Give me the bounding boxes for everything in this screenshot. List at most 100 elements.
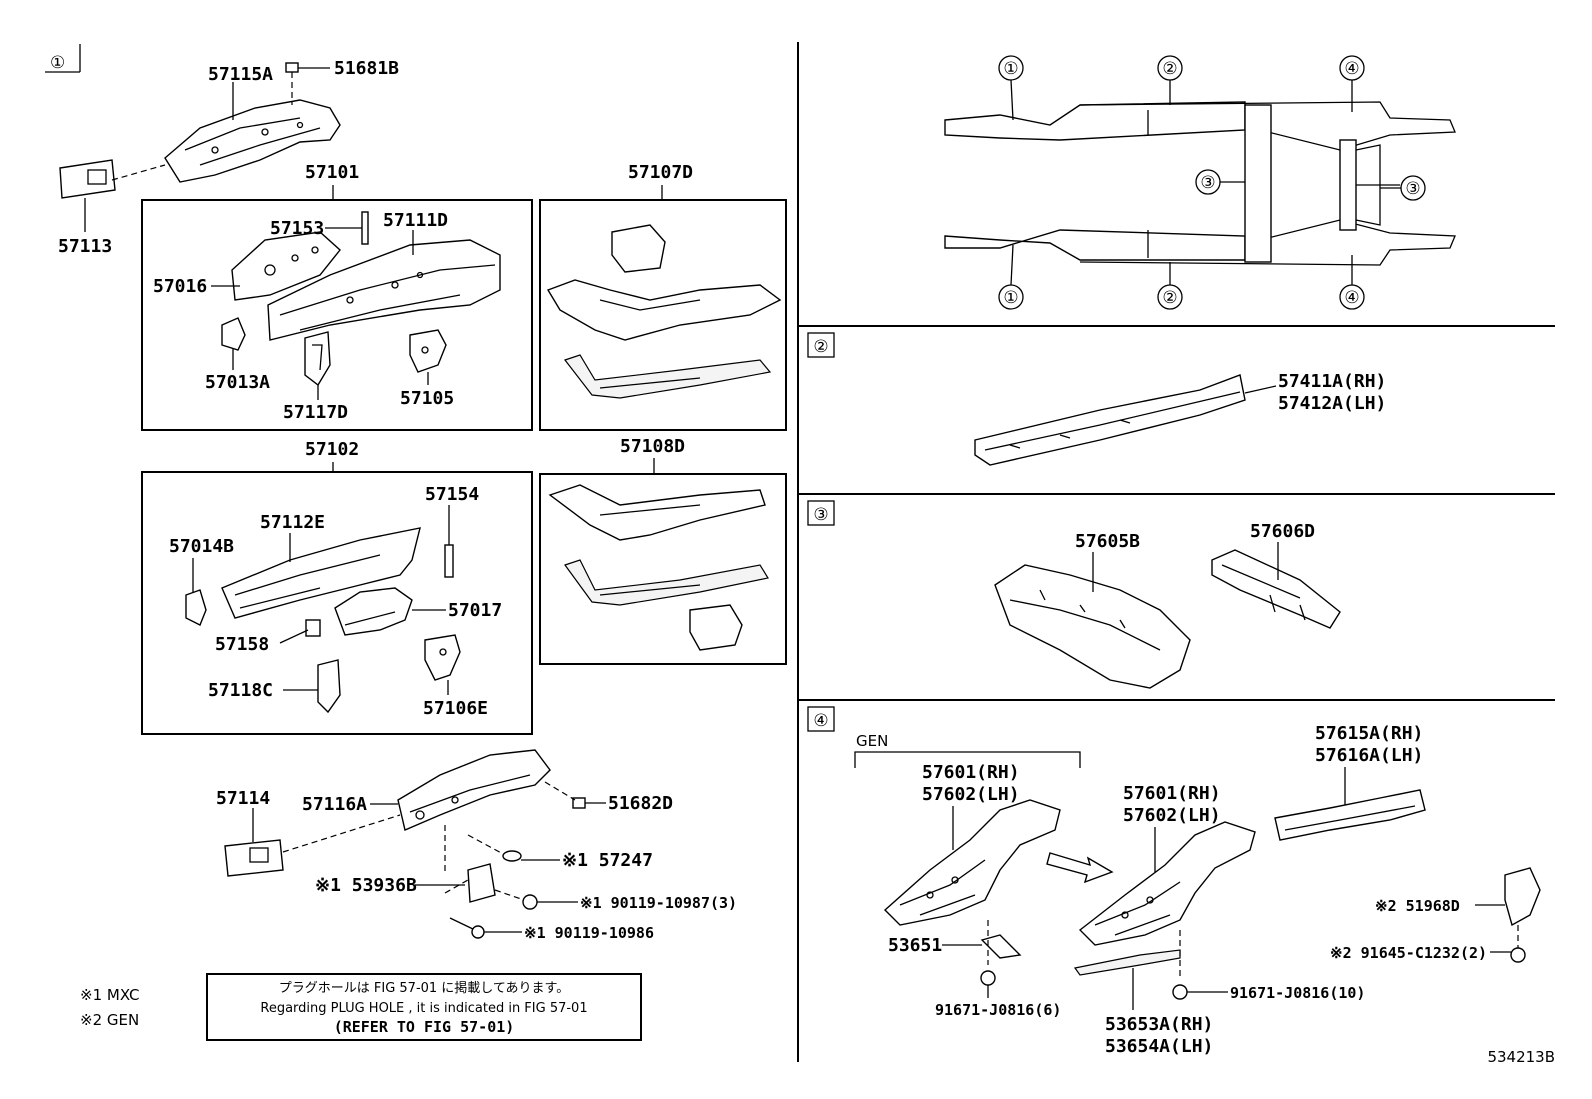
part-57114-bracket	[224, 839, 284, 877]
box-57108D	[539, 473, 787, 665]
part-51681B-clip	[285, 62, 299, 73]
label-57017: 57017	[448, 600, 502, 621]
part-57247-plug	[502, 850, 522, 862]
label-57113: 57113	[58, 236, 112, 257]
label-51682D: 51682D	[608, 793, 673, 814]
label-57111D: 57111D	[383, 210, 448, 231]
part-57111D-rail	[267, 239, 501, 341]
overview-c3-left: ③	[1200, 173, 1215, 193]
section-4-mark: ④	[807, 706, 835, 732]
box-57101	[141, 199, 533, 431]
gen-bracket	[854, 751, 1081, 768]
part-57106E-plate	[424, 634, 461, 681]
overview-callouts: ① ② ④ ③ ③ ① ② ④	[998, 55, 1426, 310]
label-57602: 57602(LH)	[1123, 805, 1221, 826]
part-57411A-rail	[974, 374, 1246, 466]
part-57153-stud	[361, 211, 369, 245]
label-53651: 53651	[888, 935, 942, 956]
label-91671-6: 91671-J0816(6)	[935, 1001, 1061, 1019]
label-57013A: 57013A	[205, 372, 270, 393]
overview-c1-top: ①	[1003, 59, 1018, 79]
label-57601: 57601(RH)	[1123, 783, 1221, 804]
bolt-91645-icon	[1510, 947, 1526, 963]
label-57616A: 57616A(LH)	[1315, 745, 1423, 766]
overview-c2-top: ②	[1162, 59, 1177, 79]
part-57112E-rail	[221, 527, 421, 619]
label-57602-gen: 57602(LH)	[922, 784, 1020, 805]
part-57013A-clip	[221, 317, 246, 351]
label-91645: ※2 91645-C1232(2)	[1330, 944, 1487, 962]
overview-c2-bottom: ②	[1162, 288, 1177, 308]
label-51968D: ※2 51968D	[1375, 897, 1460, 915]
frame-overview-illustration	[944, 101, 1456, 266]
part-57118C-bracket	[317, 659, 341, 714]
part-51968D-bracket	[1504, 867, 1541, 927]
bolt-90119-10987-icon	[522, 894, 538, 910]
label-57247: ※1 57247	[562, 850, 653, 871]
label-90119-10986: ※1 90119-10986	[524, 924, 654, 942]
part-53651-bracket	[980, 934, 1022, 959]
note-mxc: ※1 MXC	[80, 986, 139, 1004]
label-57014B: 57014B	[169, 536, 234, 557]
part-57017-plate	[334, 587, 413, 636]
part-57116A-rail	[397, 749, 551, 831]
direction-arrow-icon	[1046, 852, 1114, 884]
label-57016: 57016	[153, 276, 207, 297]
label-57116A: 57116A	[302, 794, 367, 815]
label-57154: 57154	[425, 484, 479, 505]
plug-hole-note-box	[206, 973, 642, 1041]
section-4-label: ④	[813, 711, 828, 731]
box-57102	[141, 471, 533, 735]
section-1-mark: ①	[45, 44, 81, 73]
part-57601-rail	[1078, 821, 1256, 946]
label-57605B: 57605B	[1075, 531, 1140, 552]
section-2-label: ②	[813, 337, 828, 357]
part-57108D-rail	[548, 484, 769, 651]
part-53936B-bracket	[467, 863, 496, 903]
part-57113-bracket	[59, 159, 116, 199]
section-2-mark: ②	[807, 332, 835, 358]
section-1-label: ①	[50, 53, 65, 73]
part-57115A-illustration	[164, 99, 341, 183]
label-57115A: 57115A	[208, 64, 273, 85]
part-57016-plate	[231, 231, 341, 301]
label-51681B: 51681B	[334, 58, 399, 79]
label-57158: 57158	[215, 634, 269, 655]
part-57117D-bracket	[304, 331, 331, 387]
note-refer: (REFER TO FIG 57-01)	[334, 1018, 515, 1036]
label-53653A: 53653A(RH)	[1105, 1014, 1213, 1035]
part-57606D-crossmember	[1211, 549, 1341, 629]
overview-c4-top: ④	[1344, 59, 1359, 79]
note-english: Regarding PLUG HOLE , it is indicated in…	[260, 1001, 587, 1016]
part-57605B-crossmember	[994, 564, 1191, 689]
gen-label: GEN	[856, 732, 888, 750]
overview-c4-bottom: ④	[1344, 288, 1359, 308]
label-57101: 57101	[305, 162, 359, 183]
label-57114: 57114	[216, 788, 270, 809]
label-91671-10: 91671-J0816(10)	[1230, 984, 1365, 1002]
label-57411A: 57411A(RH)	[1278, 371, 1386, 392]
label-53936B: ※1 53936B	[315, 875, 417, 896]
overview-c1-bottom: ①	[1003, 288, 1018, 308]
section-3-label: ③	[813, 505, 828, 525]
label-57112E: 57112E	[260, 512, 325, 533]
label-57107D: 57107D	[628, 162, 693, 183]
label-57108D: 57108D	[620, 436, 685, 457]
label-57412A: 57412A(LH)	[1278, 393, 1386, 414]
part-57158-clip	[305, 619, 321, 637]
label-90119-10987: ※1 90119-10987(3)	[580, 894, 737, 912]
part-57107D-rail	[546, 224, 782, 399]
label-57606D: 57606D	[1250, 521, 1315, 542]
label-57118C: 57118C	[208, 680, 273, 701]
label-57615A: 57615A(RH)	[1315, 723, 1423, 744]
part-57601-gen-rail	[883, 799, 1061, 926]
part-57615A-rail	[1274, 789, 1426, 841]
label-57153: 57153	[270, 218, 324, 239]
bolt-90119-10986-icon	[449, 917, 485, 939]
note-gen: ※2 GEN	[80, 1011, 139, 1029]
label-57105: 57105	[400, 388, 454, 409]
label-57601-gen: 57601(RH)	[922, 762, 1020, 783]
note-japanese: プラグホールは FIG 57-01 に掲載してあります。	[279, 980, 569, 996]
part-53653A-plate	[1073, 949, 1181, 976]
